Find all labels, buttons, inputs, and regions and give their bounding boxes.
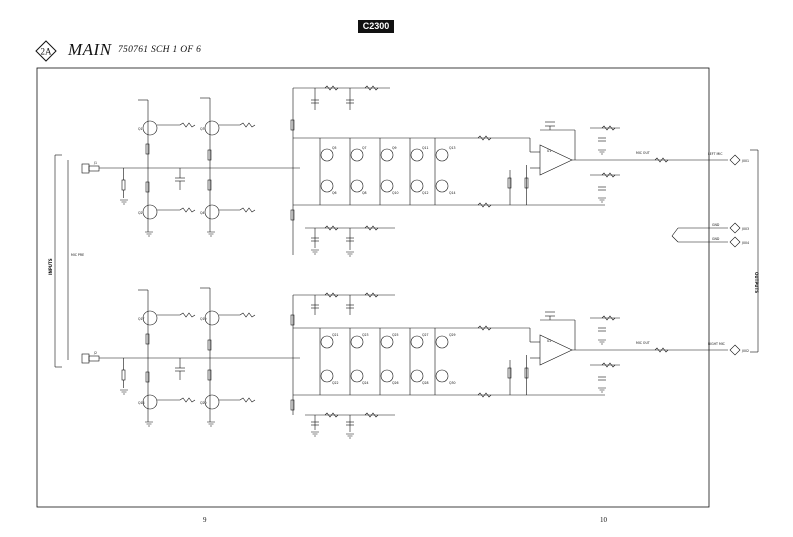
left-output-connector: J001 xyxy=(741,159,749,163)
transistor-ref: Q17 xyxy=(138,317,145,321)
transistor-ref: Q7 xyxy=(362,146,367,150)
right-opamp-ref: U2 xyxy=(547,339,551,343)
right-mic-out-label: MIC OUT xyxy=(636,341,650,345)
transistor-ref: Q20 xyxy=(200,401,207,405)
svg-text:2A: 2A xyxy=(41,47,53,57)
transistor-ref: Q12 xyxy=(422,191,429,195)
right-input-jack-ref: J2 xyxy=(93,351,97,355)
ground-connector-2: J004 xyxy=(741,241,749,245)
model-badge: C2300 xyxy=(358,20,394,33)
2a-diamond-logo-icon: 2A xyxy=(35,40,57,62)
left-output-label: LEFT MIC xyxy=(708,152,723,156)
right-transistor-labels: Q17 Q19 Q21 Q23 Q25 Q27 Q29 Q18 Q20 Q22 … xyxy=(138,317,456,405)
transistor-ref: Q26 xyxy=(392,381,399,385)
transistor-ref: Q4 xyxy=(200,211,205,215)
left-input-jack-ref: J1 xyxy=(93,161,97,165)
transistor-ref: Q27 xyxy=(422,333,429,337)
inputs-bracket xyxy=(54,154,69,368)
transistor-ref: Q8 xyxy=(362,191,367,195)
left-mic-out-label: MIC OUT xyxy=(636,151,650,155)
right-output-label: RIGHT MIC xyxy=(708,342,726,346)
transistor-ref: Q5 xyxy=(332,146,337,150)
page-number-right: 10 xyxy=(600,516,607,524)
schematic-border xyxy=(36,67,710,508)
transistor-ref: Q19 xyxy=(200,317,207,321)
transistor-ref: Q25 xyxy=(392,333,399,337)
transistor-ref: Q29 xyxy=(449,333,456,337)
transistor-ref: Q9 xyxy=(392,146,397,150)
ground-taps xyxy=(671,222,741,248)
outputs-label: OUTPUTS xyxy=(754,272,759,293)
transistor-ref: Q28 xyxy=(422,381,429,385)
inputs-label: INPUTS xyxy=(48,258,53,275)
right-channel xyxy=(81,287,741,439)
left-channel xyxy=(81,85,741,257)
transistor-ref: Q10 xyxy=(392,191,399,195)
transistor-ref: Q11 xyxy=(422,146,429,150)
transistor-ref: Q24 xyxy=(362,381,369,385)
ground-connector-1: J003 xyxy=(741,227,749,231)
transistor-ref: Q21 xyxy=(332,333,339,337)
transistor-ref: Q6 xyxy=(332,191,337,195)
right-output-connector: J002 xyxy=(741,349,749,353)
transistor-ref: Q1 xyxy=(138,127,143,131)
transistor-ref: Q30 xyxy=(449,381,456,385)
ground-tap-1: GND xyxy=(712,223,720,227)
transistor-ref: Q14 xyxy=(449,191,456,195)
page-number-left: 9 xyxy=(203,516,207,524)
outputs-bracket xyxy=(750,149,759,353)
transistor-ref: Q23 xyxy=(362,333,369,337)
page-title: MAIN xyxy=(68,40,112,59)
transistor-ref: Q22 xyxy=(332,381,339,385)
ground-tap-2: GND xyxy=(712,237,720,241)
mic-pre-label: MIC PRE xyxy=(71,253,84,257)
transistor-ref: Q18 xyxy=(138,401,145,405)
transistor-ref: Q2 xyxy=(138,211,143,215)
sheet-reference: 750761 SCH 1 OF 6 xyxy=(118,45,202,55)
left-opamp-ref: U1 xyxy=(547,149,551,153)
left-transistor-labels: Q1 Q3 Q5 Q7 Q9 Q11 Q13 Q2 Q4 Q6 Q8 Q10 Q… xyxy=(138,127,456,215)
transistor-ref: Q3 xyxy=(200,127,205,131)
transistor-ref: Q13 xyxy=(449,146,456,150)
